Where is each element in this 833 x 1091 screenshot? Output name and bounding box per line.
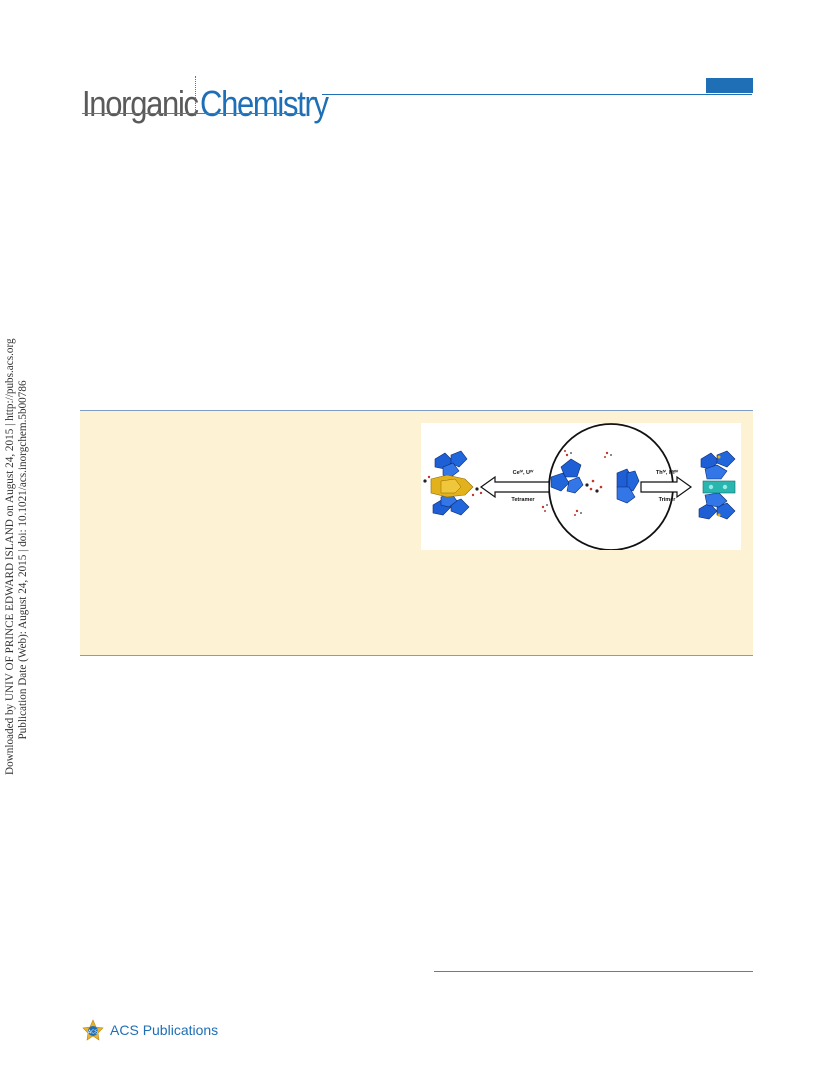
logo-divider [195,76,196,116]
journal-logo: Inorganic Chemistry [82,74,329,124]
header-color-block [706,78,753,93]
download-note-line2: Publication Date (Web): August 24, 2015 … [17,380,29,740]
toc-illustration: Ceᴵⱽ, Uᴵⱽ Tetramer Thᴵⱽ, Hfᴵⱽ Trimer [423,423,736,550]
metal-complex-molecules [541,450,612,516]
polyhedra-fragment-left [550,458,584,494]
acs-publications-logo: ACS ACS Publications [80,1018,218,1042]
right-arrow-label-bottom: Trimer [659,497,677,503]
acs-emblem-icon: ACS [82,1019,104,1041]
tetramer-cluster [423,450,483,516]
trimer-cluster [698,450,736,520]
download-note: Downloaded by UNIV OF PRINCE EDWARD ISLA… [4,338,30,775]
right-arrow-label-top: Thᴵⱽ, Hfᴵⱽ [656,469,679,476]
left-arrow-label-top: Ceᴵⱽ, Uᴵⱽ [513,469,534,476]
download-note-line1: Downloaded by UNIV OF PRINCE EDWARD ISLA… [4,338,16,775]
toc-graphic: Ceᴵⱽ, Uᴵⱽ Tetramer Thᴵⱽ, Hfᴵⱽ Trimer [421,423,741,550]
svg-text:ACS: ACS [88,1030,99,1036]
journal-title-inorganic: Inorganic [82,83,199,124]
left-arrow: Ceᴵⱽ, Uᴵⱽ Tetramer [479,469,550,503]
right-arrow: Thᴵⱽ, Hfᴵⱽ Trimer [640,469,693,503]
footnote-rule [434,971,753,972]
header-rule [322,94,752,95]
acs-publications-text: ACS Publications [110,1022,218,1038]
left-arrow-label-bottom: Tetramer [511,497,535,503]
journal-title-chemistry: Chemistry [200,83,329,124]
logo-underline [82,113,300,114]
publications-wordmark: Publications [142,1022,219,1038]
acs-wordmark: ACS [110,1022,139,1038]
polyhedra-fragment-right [616,468,640,504]
